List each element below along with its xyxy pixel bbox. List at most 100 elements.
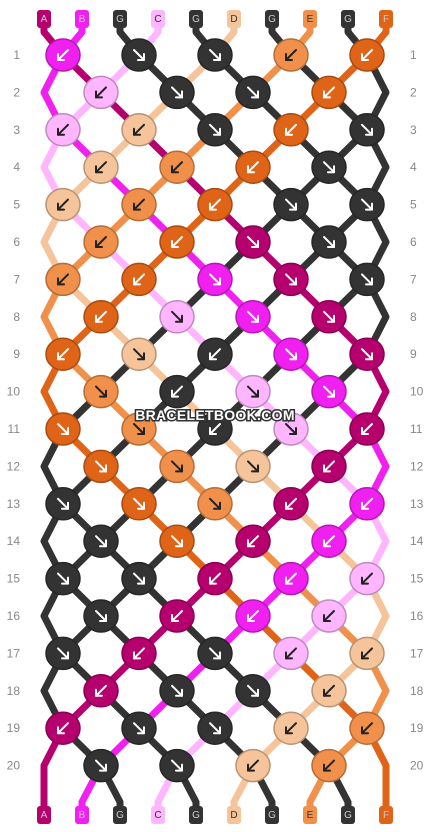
knot-arrow-head <box>251 688 259 697</box>
knot-arrow <box>285 273 297 286</box>
knot-arrow-head <box>99 464 107 473</box>
knot-arrow-head <box>251 464 259 473</box>
knot-arrow <box>285 49 297 61</box>
strand-color-tab <box>303 10 317 28</box>
knot-arrow-head <box>327 165 335 174</box>
knot-arrow-head <box>137 352 145 361</box>
knot-arrow-head <box>137 53 145 61</box>
knot-arrow <box>323 385 335 398</box>
row-number: 4 <box>13 160 20 174</box>
knot-arrow-head <box>99 539 107 548</box>
knot <box>83 524 119 558</box>
strand-color-tab <box>379 10 393 28</box>
row-number: 18 <box>410 684 424 698</box>
row-number: 8 <box>410 310 417 324</box>
knot <box>349 337 385 371</box>
knot-arrow-head <box>171 614 179 622</box>
strand-color-tab <box>303 806 317 824</box>
knot-arrow-head <box>247 763 255 772</box>
knot-arrow-head <box>365 127 373 136</box>
knot-arrow <box>209 123 221 136</box>
row-number: 17 <box>7 646 21 660</box>
knot-arrow-head <box>327 314 335 323</box>
knot-arrow <box>361 722 373 735</box>
knot-arrow <box>95 759 107 772</box>
knot-arrow <box>171 535 183 548</box>
knot-arrow-head <box>57 202 65 211</box>
knot-arrow-head <box>289 277 297 286</box>
knot-arrow <box>323 684 335 697</box>
knot <box>349 38 385 72</box>
knot-arrow-head <box>99 614 107 622</box>
knot-arrow-head <box>361 726 369 735</box>
row-number: 17 <box>410 646 424 660</box>
knot-arrow <box>57 647 69 660</box>
knot-arrow <box>361 123 373 136</box>
knot-arrow <box>323 759 335 772</box>
knot-arrow-head <box>323 90 331 99</box>
knot <box>273 412 309 446</box>
knot <box>273 337 309 371</box>
knot-arrow <box>171 385 183 398</box>
knot-arrow <box>285 572 297 585</box>
knot-arrow-head <box>289 427 297 435</box>
strand-color-tab <box>265 10 279 28</box>
knot <box>159 150 195 184</box>
knot-arrow-head <box>133 202 141 211</box>
knot-arrow-head <box>213 127 221 136</box>
knot <box>311 748 347 783</box>
knot <box>121 187 157 222</box>
knot-arrow <box>361 198 373 211</box>
knot-arrow-head <box>137 576 145 585</box>
knot-arrow-head <box>209 427 217 435</box>
knot <box>311 449 347 484</box>
knot <box>159 748 195 783</box>
knot <box>349 487 385 521</box>
knot-arrow-head <box>57 53 65 61</box>
knot-arrow-head <box>365 277 373 286</box>
knot-arrow-head <box>137 427 145 435</box>
knot-arrow-head <box>95 165 103 174</box>
bottom-strand-label: G <box>268 810 276 821</box>
knot-arrow-head <box>57 726 65 735</box>
top-strand-label: E <box>307 14 314 25</box>
knot-arrow-head <box>209 352 217 361</box>
knot <box>83 374 119 409</box>
knot-arrow-head <box>209 202 217 211</box>
knot-arrow <box>57 497 69 510</box>
knot-arrow <box>133 423 145 435</box>
knot-arrow-head <box>361 576 369 585</box>
row-number: 20 <box>7 759 21 773</box>
knot-arrow <box>247 385 259 398</box>
knot <box>311 599 347 633</box>
bottom-strand-label: G <box>344 810 352 821</box>
knot-arrow <box>323 161 335 174</box>
knot-arrow <box>133 572 145 585</box>
knot-arrow <box>95 86 107 99</box>
knot-arrow-head <box>213 501 221 510</box>
knot-arrow-head <box>95 688 103 697</box>
knot-arrow-head <box>323 614 331 622</box>
row-number: 10 <box>7 385 21 399</box>
knot-arrow-head <box>61 651 69 660</box>
knot-arrow <box>57 123 69 136</box>
knot <box>45 711 81 745</box>
knot-arrow-head <box>133 277 141 286</box>
row-number: 2 <box>13 85 20 99</box>
knot-arrow-head <box>251 240 259 248</box>
top-strand-label: G <box>344 14 352 25</box>
strand-color-tab <box>151 806 165 824</box>
knot-arrow-head <box>175 763 183 772</box>
knot-arrow-head <box>285 726 293 735</box>
knot <box>45 487 81 521</box>
knot-arrow-head <box>137 501 145 510</box>
knot-arrow <box>285 497 297 510</box>
knot-arrow <box>247 535 259 548</box>
row-number: 11 <box>8 422 21 436</box>
knot <box>235 300 271 334</box>
knot-arrow-head <box>175 464 183 473</box>
knot <box>311 300 347 334</box>
